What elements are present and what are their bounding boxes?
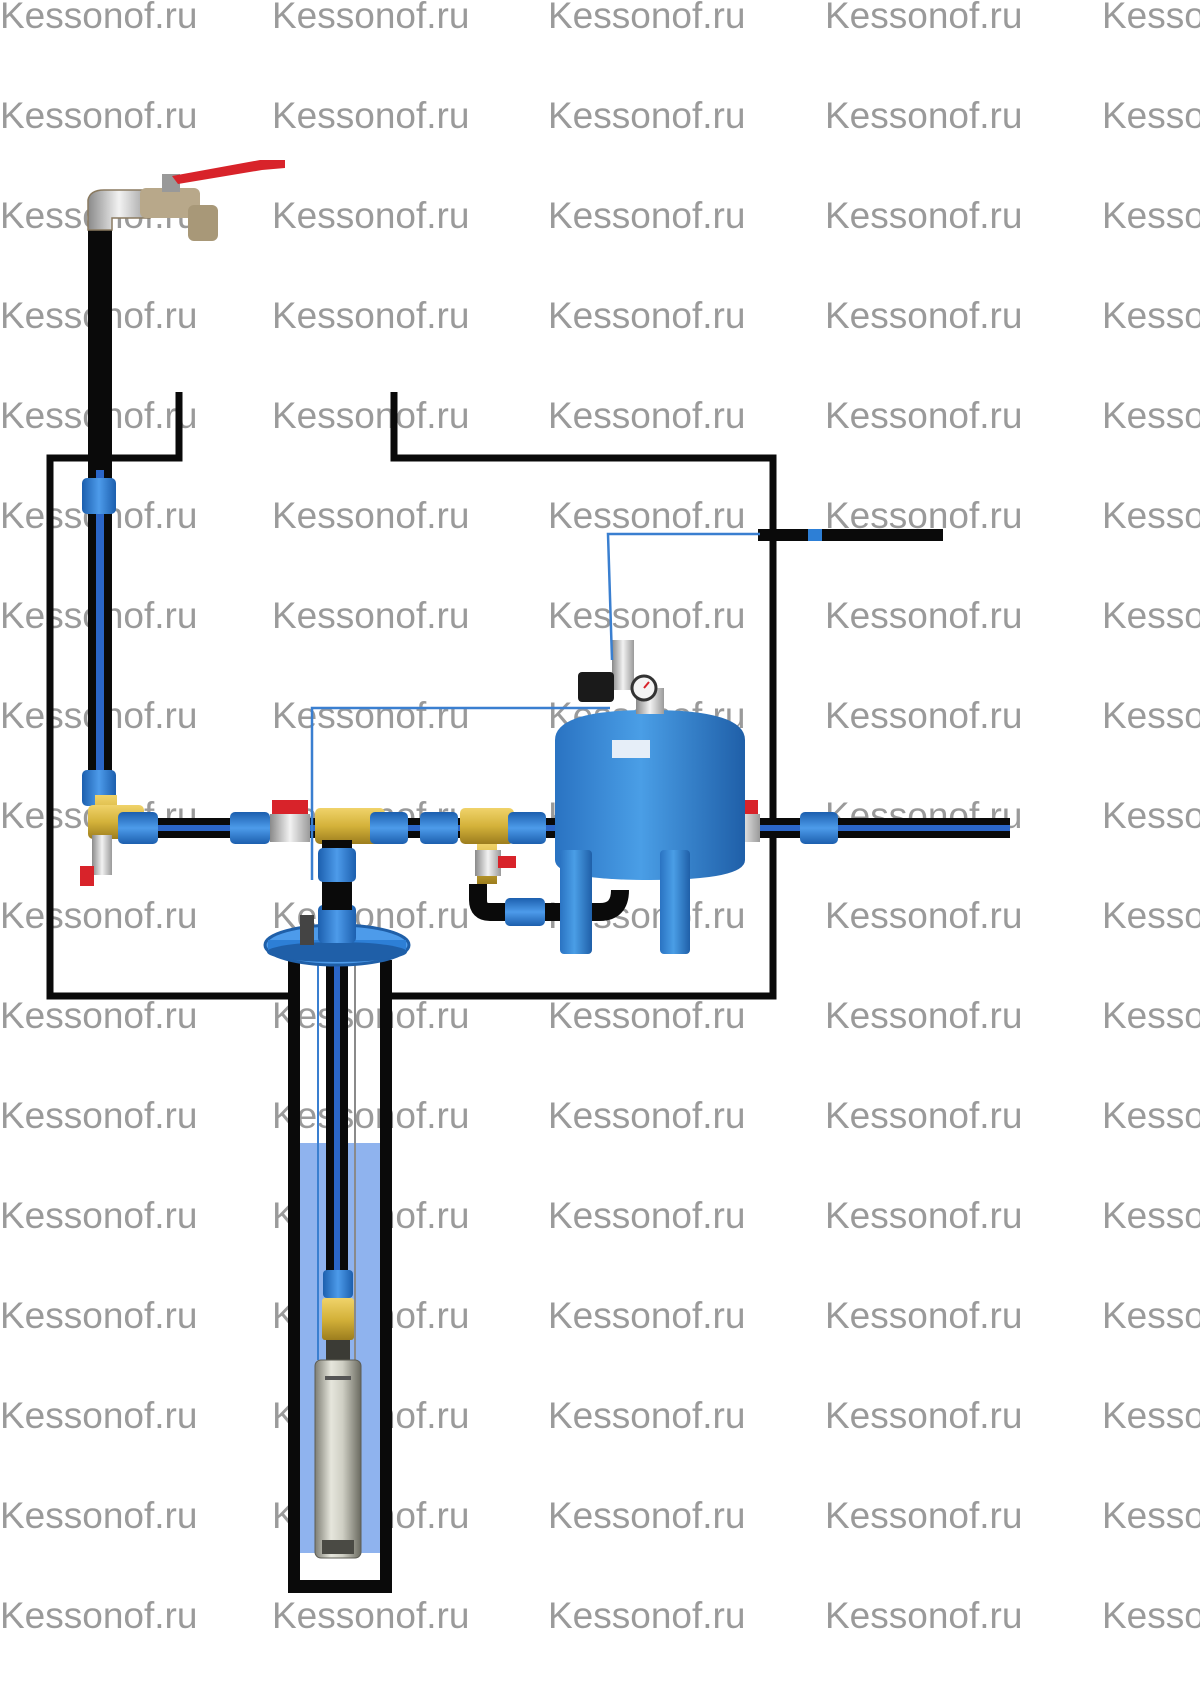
- tap-riser-pipe: [82, 215, 116, 806]
- compression-fitting: [508, 812, 546, 844]
- ball-valve: [270, 814, 310, 842]
- pressure-switch: [578, 672, 614, 702]
- ball-valve-handle: [272, 800, 308, 814]
- compression-fitting: [420, 812, 458, 844]
- hydraulic-accumulator: [555, 688, 745, 954]
- compression-fitting: [800, 812, 838, 844]
- well-casing: [288, 960, 392, 1593]
- compression-fitting: [230, 812, 270, 844]
- well-head: [263, 905, 411, 967]
- caisson-right-wall: [388, 392, 777, 1000]
- compression-fitting: [505, 898, 545, 926]
- drain-valve: [92, 835, 112, 875]
- tank-label: [612, 740, 650, 758]
- riser-pipe: [317, 935, 356, 1360]
- compression-fitting: [370, 812, 408, 844]
- tap-handle: [172, 160, 285, 184]
- drain-valve-handle: [80, 866, 94, 886]
- drain-valve: [475, 850, 501, 876]
- outdoor-tap: [87, 160, 285, 241]
- brass-tee: [460, 808, 514, 844]
- control-group: [578, 640, 658, 702]
- tank-leg: [560, 850, 592, 954]
- tap-spout: [188, 205, 218, 241]
- tank-leg: [660, 850, 690, 954]
- submersible-pump: [314, 1270, 362, 1559]
- main-line: [80, 795, 1010, 910]
- accumulator-connection: [469, 844, 629, 926]
- compression-fitting: [118, 812, 158, 844]
- drain-valve-handle: [498, 856, 516, 868]
- caisson: [46, 392, 777, 1000]
- compression-fitting: [82, 478, 116, 514]
- power-cable: [310, 532, 760, 880]
- brass-tee: [315, 808, 385, 844]
- house-supply-line: [758, 529, 943, 541]
- caisson-left-wall: [46, 392, 290, 1000]
- compression-fitting: [318, 848, 356, 882]
